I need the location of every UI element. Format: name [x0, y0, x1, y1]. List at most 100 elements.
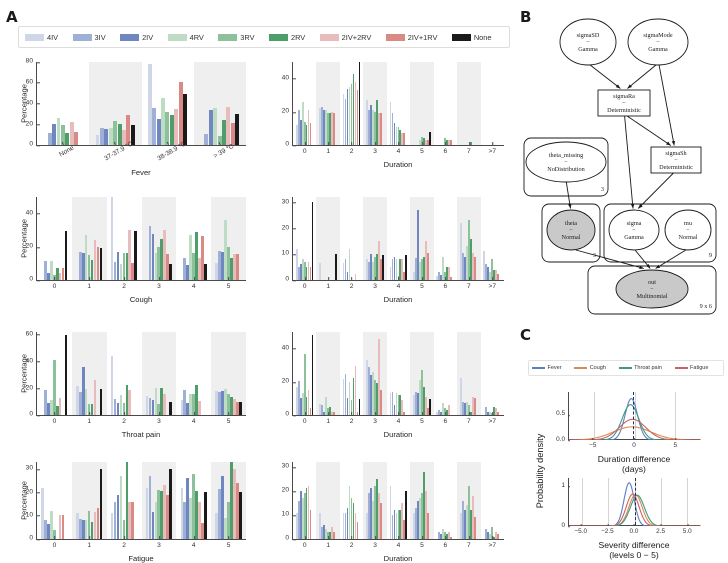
legend-c-item-cough[interactable]: Cough [574, 365, 617, 371]
legend-c-item-throat-pain[interactable]: Throat pain [618, 365, 674, 371]
bar [465, 401, 468, 415]
graph-edge [626, 115, 672, 146]
x-axis-tick: 6 [444, 142, 447, 156]
x-axis-tick: 4 [397, 142, 400, 156]
bar [122, 253, 126, 280]
bar [346, 398, 349, 415]
x-axis-tick: 0 [53, 412, 56, 426]
legend-item-3iv[interactable]: 3IV [72, 32, 118, 42]
x-axis-tick: 2 [122, 277, 126, 291]
bar [130, 125, 135, 145]
c-x-axis-tick: −5.0 [574, 523, 588, 535]
graph-node-sigmaMode[interactable]: sigmaMode~Gamma [627, 18, 689, 66]
plate-2 [603, 203, 717, 263]
bar [311, 202, 314, 280]
graph-node-sigmaSh[interactable]: sigmaSh~Deterministic [650, 146, 702, 174]
legend-item-none[interactable]: None [451, 33, 503, 42]
graph-edge [624, 115, 635, 209]
bar [450, 536, 453, 539]
bar [50, 511, 53, 539]
bar [473, 517, 476, 539]
bar [169, 469, 172, 539]
bar [47, 133, 52, 145]
x-axis-tick: 4 [397, 277, 400, 291]
bar [301, 498, 304, 539]
bar [163, 394, 166, 415]
graph-edge [637, 172, 674, 209]
y-axis-tick: 0 [285, 411, 296, 419]
bar [348, 486, 351, 539]
bar [166, 254, 169, 280]
c-x-axis-tick: −5 [589, 437, 597, 449]
x-axis-tick: 6 [444, 412, 447, 426]
legend-item-3rv[interactable]: 3RV [218, 33, 266, 42]
bar [395, 126, 398, 145]
bar [495, 408, 498, 415]
bar [344, 373, 347, 415]
node-tilde: ~ [651, 286, 654, 292]
bar [424, 140, 427, 145]
legend-item-2rv[interactable]: 2RV [268, 33, 317, 42]
y-axis-tick: 10 [26, 512, 41, 519]
bar [183, 390, 187, 415]
bar [299, 264, 302, 280]
graph-node-mu[interactable]: mu~Normal [664, 209, 712, 251]
bar [230, 462, 233, 539]
y-axis-tick: 60 [26, 79, 41, 86]
legend-item-4iv[interactable]: 4IV [25, 33, 70, 42]
bar [461, 500, 464, 539]
bar [331, 411, 333, 415]
legend-item-4rv[interactable]: 4RV [167, 33, 216, 42]
bar [61, 514, 65, 539]
legend-item-2iv[interactable]: 2IV [120, 33, 165, 42]
bar [366, 100, 368, 145]
bar [113, 121, 118, 145]
bars-container [293, 462, 504, 539]
bar [189, 498, 192, 539]
legend-label: 3IV [94, 32, 106, 42]
legend-c-label: Fatigue [690, 365, 709, 371]
bar [41, 487, 44, 539]
legend-c-label: Throat pain [634, 365, 662, 371]
legend-swatch-icon [319, 33, 339, 41]
bar [297, 500, 300, 539]
bar [444, 408, 447, 415]
graph-node-theta-missing[interactable]: theta_missing~NoDistribution [525, 141, 607, 183]
graph-node-sigmaRa[interactable]: sigmaRa~Deterministic [597, 89, 651, 117]
bar [87, 511, 91, 539]
bar [192, 253, 195, 280]
graph-node-sigmaSD[interactable]: sigmaSD~Gamma [559, 18, 617, 66]
legend-c-item-fatigue[interactable]: Fatigue [674, 365, 721, 371]
bar [442, 529, 445, 539]
bar [374, 111, 376, 145]
bar [471, 495, 474, 539]
y-axis-tick: 40 [26, 100, 41, 107]
graph-node-theta[interactable]: theta~Normal [546, 209, 596, 251]
graph-node-sigma[interactable]: sigma~Gamma [608, 209, 660, 251]
legend-item-2iv-1rv[interactable]: 2IV+1RV [385, 33, 449, 42]
vertical-gridline [634, 392, 636, 439]
bar [157, 490, 161, 539]
bar [440, 274, 443, 280]
x-axis-tick: 1 [326, 277, 330, 291]
bar [401, 502, 404, 539]
bar [467, 405, 470, 415]
bar [428, 399, 431, 415]
x-axis-label: Fever [131, 168, 151, 177]
bar [116, 251, 120, 280]
bar [215, 513, 218, 539]
legend-item-2iv-2rv[interactable]: 2IV+2RV [319, 33, 383, 42]
bar [485, 529, 488, 539]
c-x-axis-tick: 0 [632, 437, 636, 449]
legend-c-item-fever[interactable]: Fever [532, 365, 573, 371]
bar [93, 240, 97, 280]
bar [493, 406, 496, 415]
c-y-axis-tick: 0.0 [556, 436, 571, 443]
bar [301, 101, 304, 145]
node-name: out [648, 279, 656, 286]
y-axis-label: Percentage [19, 354, 29, 393]
bar [238, 492, 242, 539]
graph-node-out[interactable]: out~Multinomial [615, 269, 689, 309]
bars-container [37, 62, 246, 145]
